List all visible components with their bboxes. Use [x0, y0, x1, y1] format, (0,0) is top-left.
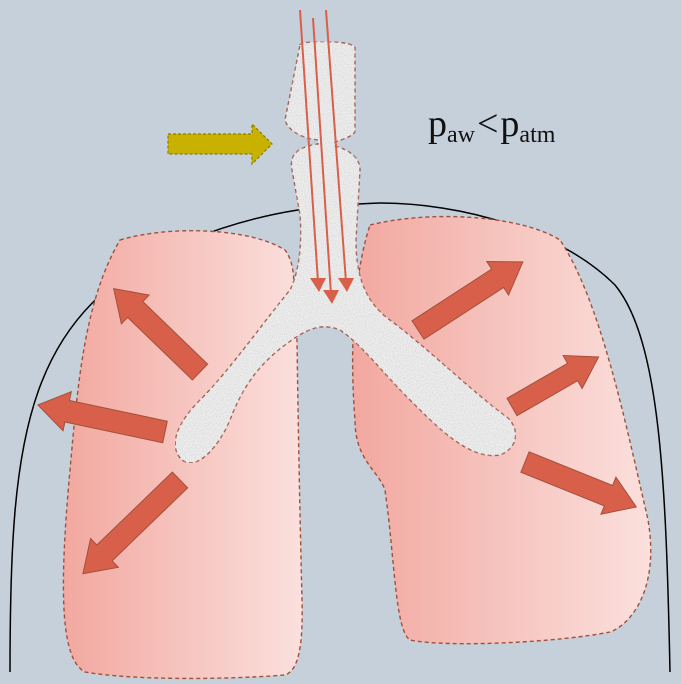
label-base-p-atm: p [500, 103, 519, 145]
label-subscript-atm: atm [519, 122, 555, 148]
label-base-p: p [428, 103, 447, 145]
label-subscript-aw: aw [447, 122, 475, 148]
right-arrow-icon [168, 124, 272, 164]
label-less-than: < [475, 103, 500, 145]
airway-pressure-label: paw<patm [428, 102, 555, 149]
